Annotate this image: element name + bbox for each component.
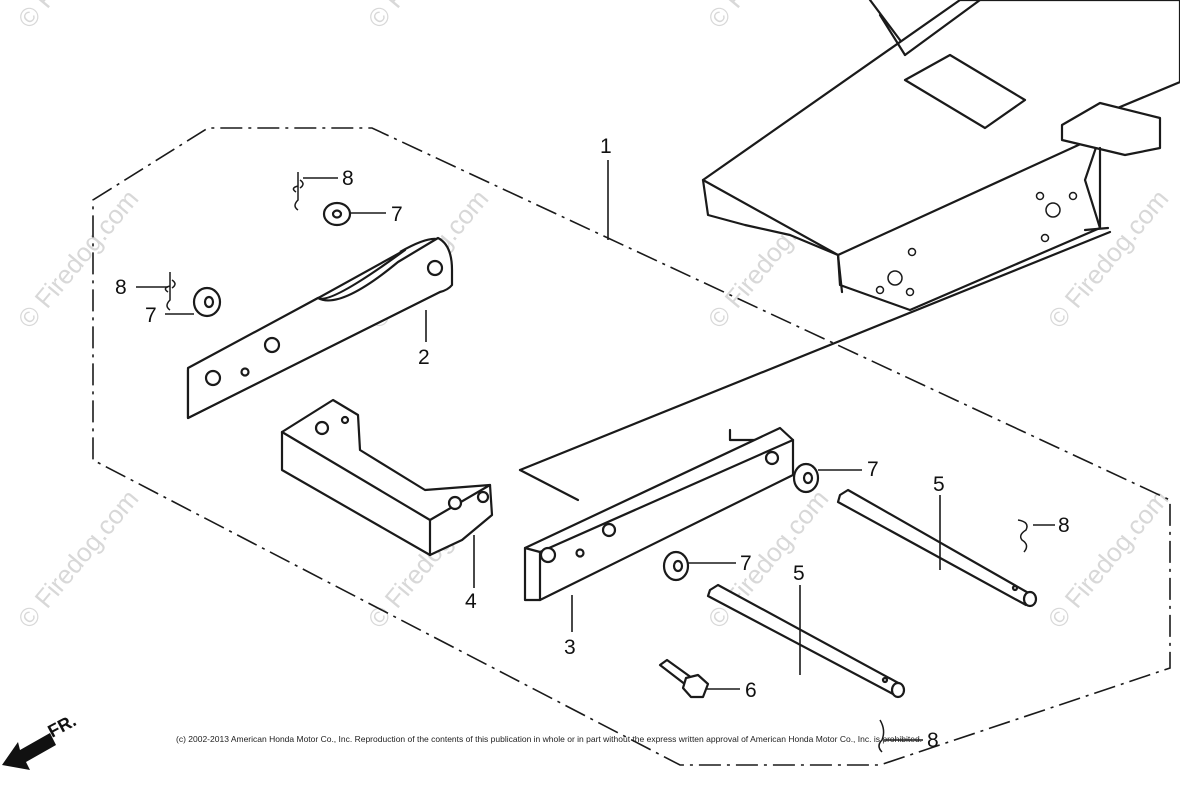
part-6-bolt xyxy=(658,658,710,699)
callout-4: 4 xyxy=(465,590,477,613)
callout-3: 3 xyxy=(564,636,576,659)
callout-8: 8 xyxy=(1058,514,1070,537)
callout-6: 6 xyxy=(745,679,757,702)
watermark: © Firedog.com xyxy=(12,484,145,634)
part-3-bar xyxy=(523,426,795,602)
callout-2: 2 xyxy=(418,346,430,369)
callout-7: 7 xyxy=(740,552,752,575)
callouts: 1 2 3 4 5 5 6 7 7 7 7 8 8 8 8 xyxy=(115,135,1070,752)
part-4-u-bracket xyxy=(280,398,494,557)
watermark: © Firedog.com xyxy=(702,0,835,34)
watermark: © Firedog.com xyxy=(12,184,145,334)
watermark: © Firedog.com xyxy=(12,0,145,34)
pins xyxy=(706,488,1038,699)
clips xyxy=(164,172,1028,753)
leader-lines xyxy=(136,160,1055,741)
callout-8: 8 xyxy=(342,167,354,190)
part-2-bracket xyxy=(186,236,454,420)
callout-5: 5 xyxy=(933,473,945,496)
washers xyxy=(192,201,820,582)
forward-arrow-icon xyxy=(2,733,56,770)
watermark: © Firedog.com xyxy=(362,0,495,34)
kit-boundary xyxy=(92,127,1171,766)
callout-7: 7 xyxy=(391,203,403,226)
callout-5: 5 xyxy=(793,562,805,585)
tractor-frame xyxy=(518,0,1180,502)
callout-7: 7 xyxy=(145,304,157,327)
callout-8: 8 xyxy=(927,729,939,752)
watermark: © Firedog.com xyxy=(1042,484,1175,634)
callout-7: 7 xyxy=(867,458,879,481)
copyright-notice: (c) 2002-2013 American Honda Motor Co., … xyxy=(176,734,923,744)
callout-1: 1 xyxy=(600,135,612,158)
front-direction-indicator: FR. xyxy=(2,710,79,770)
callout-8: 8 xyxy=(115,276,127,299)
